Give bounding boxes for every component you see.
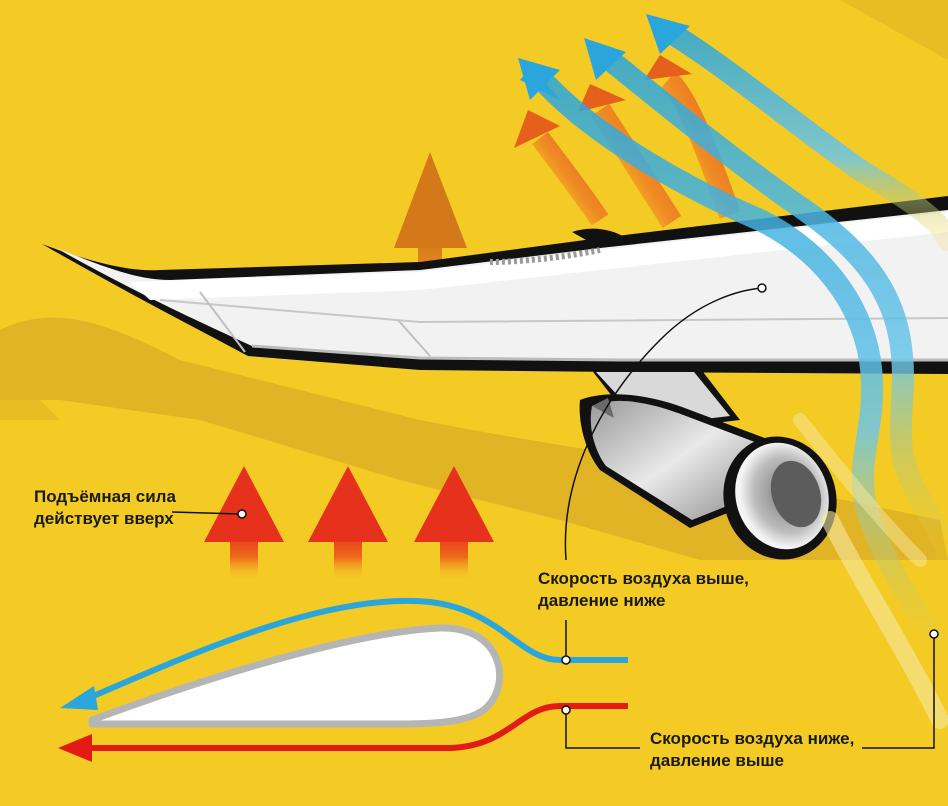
engine	[579, 368, 837, 560]
upper-label-line1: Скорость воздуха выше,	[538, 569, 749, 588]
lift-label-line1: Подъёмная сила	[34, 487, 176, 506]
airflow-streamlines	[518, 14, 948, 729]
upper-surface-label: Скорость воздуха выше, давление ниже	[538, 568, 749, 612]
airfoil-section	[88, 624, 504, 728]
lower-flow-line	[58, 703, 628, 762]
lift-label-line2: действует вверх	[34, 509, 174, 528]
upper-flow-line	[60, 597, 628, 710]
lower-label-line1: Скорость воздуха ниже,	[650, 729, 855, 748]
lift-label: Подъёмная сила действует вверх	[34, 486, 176, 530]
aircraft-wing	[42, 196, 948, 374]
lift-arrows	[204, 466, 494, 582]
lift-arrow-1	[204, 466, 284, 582]
lower-label-line2: давление выше	[650, 751, 784, 770]
leader-dots	[237, 283, 939, 715]
upper-label-line2: давление ниже	[538, 591, 666, 610]
lower-surface-label: Скорость воздуха ниже, давление выше	[650, 728, 854, 772]
lift-arrow-3	[414, 466, 494, 582]
lift-arrow-2	[308, 466, 388, 582]
leader-lines	[171, 287, 935, 749]
